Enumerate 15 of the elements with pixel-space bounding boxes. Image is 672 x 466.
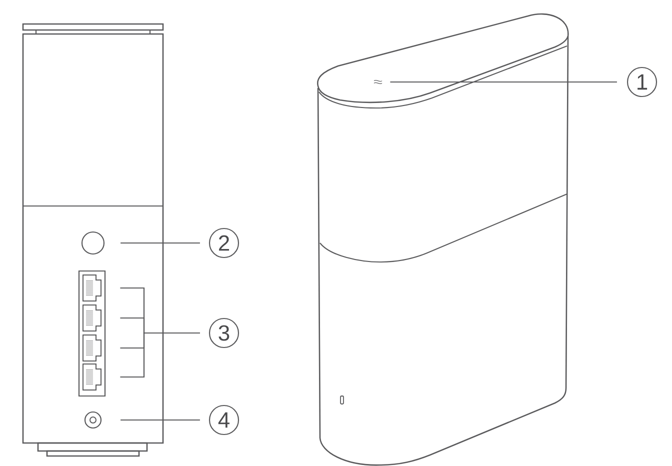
leader-line xyxy=(120,242,200,244)
leader-line xyxy=(120,332,200,378)
callout-number: 3 xyxy=(208,318,240,348)
callout-number: 1 xyxy=(626,66,658,98)
round-button xyxy=(81,231,105,255)
leader-line xyxy=(120,419,200,421)
ethernet-port xyxy=(82,364,102,390)
callout-number: 2 xyxy=(208,228,240,258)
power-jack xyxy=(84,411,102,429)
ethernet-port xyxy=(82,274,102,302)
ethernet-port xyxy=(82,304,102,332)
leader-line xyxy=(390,81,617,83)
ethernet-port xyxy=(82,334,102,362)
callout-number: 4 xyxy=(208,404,240,436)
indicator-light xyxy=(374,80,382,84)
